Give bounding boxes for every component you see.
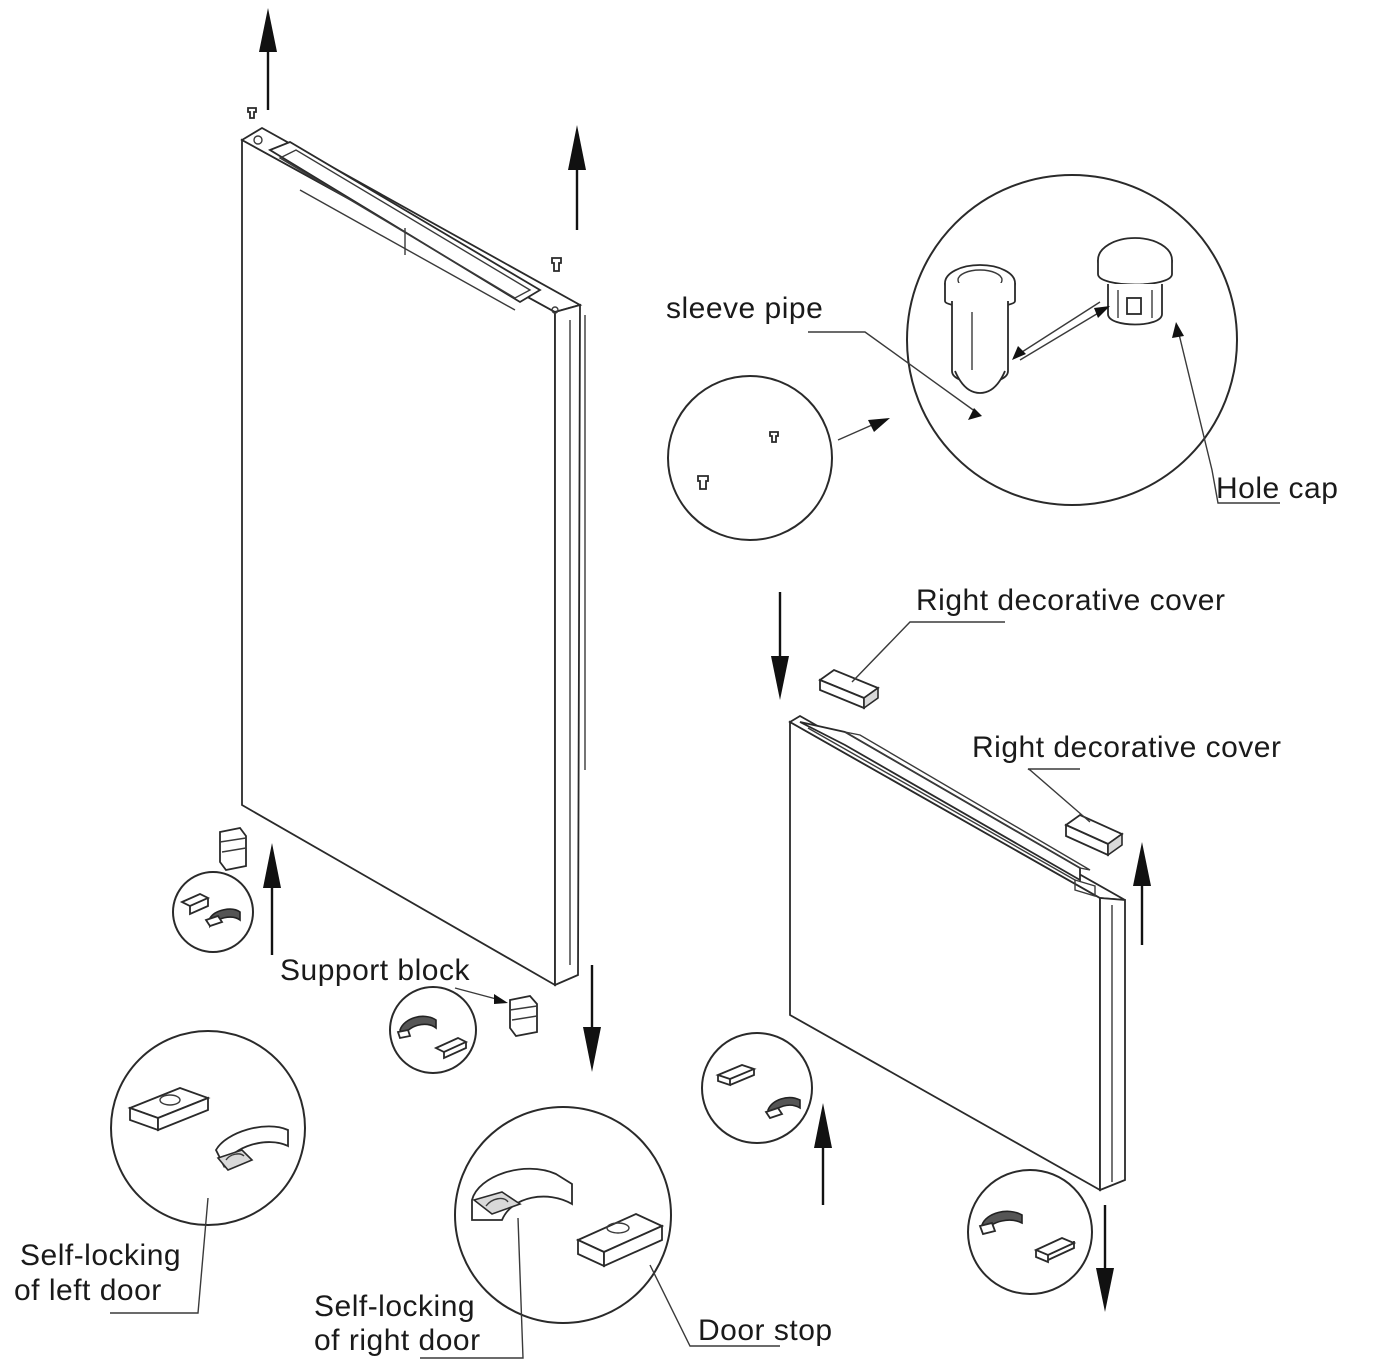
arrow-up-icon xyxy=(263,843,281,955)
self-locking-left-label-line1: Self-locking xyxy=(20,1239,181,1272)
arrow-up-icon xyxy=(814,1103,832,1205)
screw-icon xyxy=(697,475,709,490)
support-block-icon xyxy=(219,827,247,871)
left-door xyxy=(240,126,586,987)
self-locking-left-detail xyxy=(110,1030,306,1226)
self-locking-right-label-line1: Self-locking xyxy=(314,1290,475,1323)
left-door-side-face xyxy=(554,303,581,987)
right-hinge-thumbnail xyxy=(389,986,477,1074)
screw-icon xyxy=(247,107,257,119)
self-locking-left-label-line2: of left door xyxy=(14,1274,162,1307)
self-locking-right-detail xyxy=(454,1106,672,1324)
hole-cap-detail-circle xyxy=(906,174,1238,506)
right-door-right-hinge-thumbnail xyxy=(967,1169,1093,1295)
right-decorative-cover-icon xyxy=(1064,813,1124,857)
right-door-left-hinge-thumbnail xyxy=(701,1032,813,1144)
arrow-down-icon xyxy=(1096,1205,1114,1312)
screw-locator-circle xyxy=(667,375,833,541)
right-door xyxy=(788,714,1126,1192)
arrow-down-icon xyxy=(771,592,789,700)
support-block-icon xyxy=(509,995,538,1037)
right-decorative-cover-label-side: Right decorative cover xyxy=(972,731,1281,764)
arrow-right-icon xyxy=(837,418,890,441)
screw-icon xyxy=(769,431,779,443)
arrow-up-icon xyxy=(259,8,277,110)
arrow-up-icon xyxy=(1133,842,1151,945)
support-block-label: Support block xyxy=(280,954,470,987)
left-hinge-thumbnail xyxy=(172,871,254,953)
sleeve-pipe-label: sleeve pipe xyxy=(666,292,823,325)
hole-cap-label: Hole cap xyxy=(1216,472,1338,505)
self-locking-right-label-line2: of right door xyxy=(314,1324,481,1357)
sleeve-pipe-icon xyxy=(944,264,1016,394)
right-decorative-cover-label-top: Right decorative cover xyxy=(916,584,1225,617)
door-stop-label: Door stop xyxy=(698,1314,833,1347)
arrow-down-icon xyxy=(583,965,601,1072)
screw-icon xyxy=(551,257,562,272)
arrow-up-icon xyxy=(568,125,586,230)
right-door-handle xyxy=(799,721,1081,882)
hole-cap-icon xyxy=(1097,237,1173,326)
right-decorative-cover-icon xyxy=(818,668,880,710)
